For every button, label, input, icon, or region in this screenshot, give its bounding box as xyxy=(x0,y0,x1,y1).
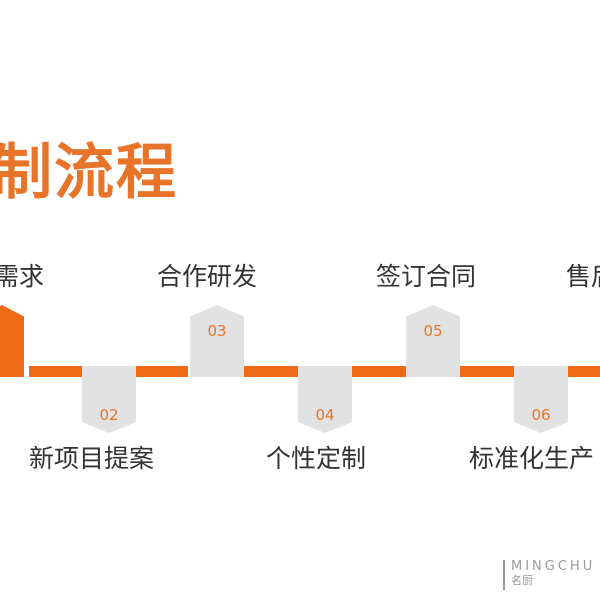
step-marker-05 xyxy=(406,305,460,377)
step-label-04: 个性定制 xyxy=(266,444,367,473)
step-label-06: 标准化生产 xyxy=(469,446,595,471)
timeline-segment xyxy=(568,366,600,377)
timeline-segment xyxy=(460,366,514,377)
step-marker-01 xyxy=(0,305,24,377)
brand-logo: MINGCHU 名厨 xyxy=(503,560,595,590)
timeline-segment xyxy=(244,366,298,377)
step-marker-06 xyxy=(514,366,568,433)
timeline-segment xyxy=(29,366,82,377)
step-label-05: 签订合同 xyxy=(376,262,477,291)
step-number-05: 05 xyxy=(423,322,443,340)
step-number-04: 04 xyxy=(315,406,335,424)
step-number-06: 06 xyxy=(531,406,551,424)
step-number-02: 02 xyxy=(99,406,119,424)
step-label-01: 需求 xyxy=(0,262,45,291)
step-marker-02 xyxy=(82,366,136,433)
step-number-03: 03 xyxy=(207,322,227,340)
step-label-07: 售后 xyxy=(566,264,600,289)
timeline-segment xyxy=(136,366,188,377)
step-marker-04 xyxy=(298,366,352,433)
step-label-03: 合作研发 xyxy=(157,262,258,291)
step-label-02: 新项目提案 xyxy=(29,444,155,473)
page-title: 制流程 xyxy=(0,138,178,208)
brand-logo-en: MINGCHU xyxy=(511,559,596,574)
timeline-segment xyxy=(352,366,406,377)
step-marker-03 xyxy=(190,305,244,377)
brand-logo-cn: 名厨 xyxy=(511,574,533,587)
